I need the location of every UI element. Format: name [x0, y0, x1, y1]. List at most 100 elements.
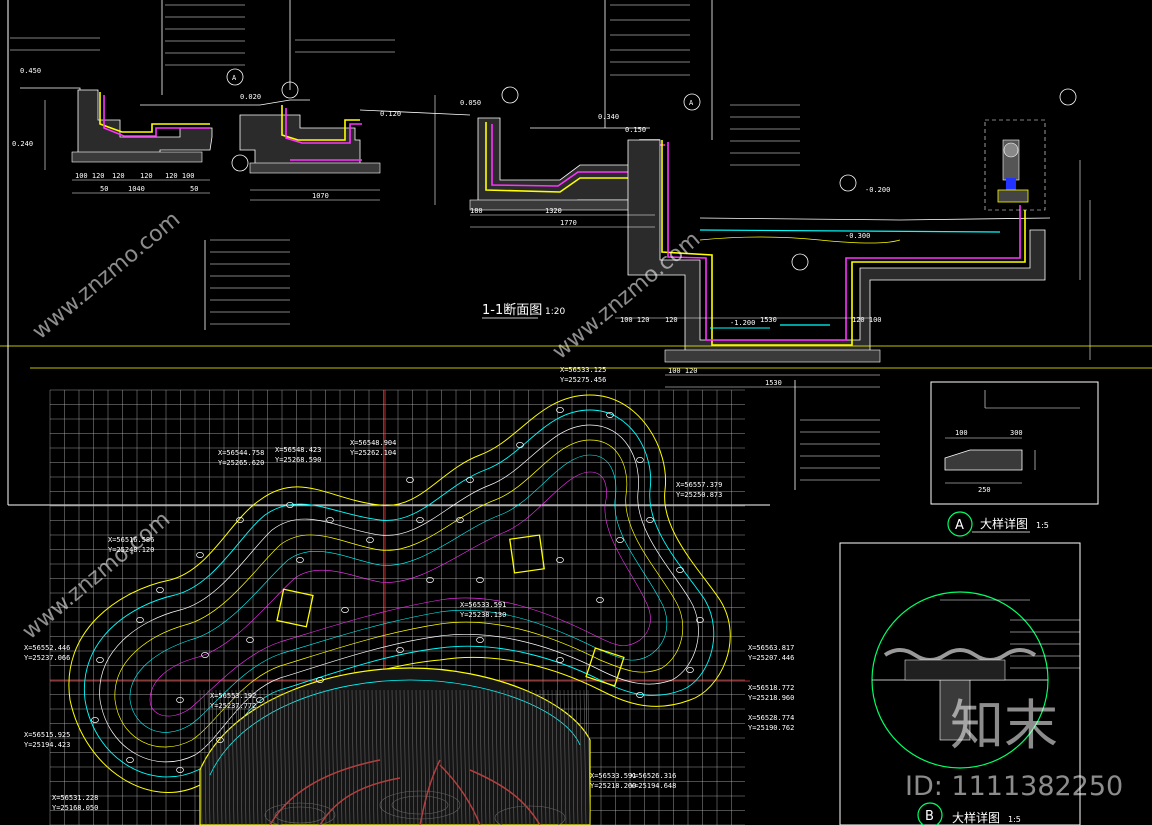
hatch-line [419, 689, 423, 825]
hatch-line [391, 689, 395, 825]
hatch-line [459, 689, 463, 825]
hatch-line [339, 689, 343, 825]
detail-b-scale: 1:5 [1008, 815, 1021, 824]
hatch-line [507, 689, 511, 825]
hatch-line [451, 689, 455, 825]
detail-b-frame [839, 542, 1081, 825]
hatch-line [383, 689, 387, 825]
svg-text:A: A [232, 74, 237, 82]
rock-marker [396, 647, 404, 653]
rock-marker [616, 537, 624, 543]
hatch-line [303, 689, 307, 825]
svg-text:A: A [689, 99, 694, 107]
svg-text:1530: 1530 [760, 316, 777, 324]
coordinate-label: Y=25248.120 [108, 546, 154, 554]
hatch-line [231, 689, 235, 825]
rock-marker [676, 567, 684, 573]
hatch-line [283, 689, 287, 825]
hatch-line [579, 689, 583, 825]
coordinate-label: X=56548.904 [350, 439, 396, 447]
stepping-stones [276, 534, 625, 687]
hatch-line [411, 689, 415, 825]
plan-view: X=56533.125Y=25275.456X=56544.758Y=25265… [24, 366, 794, 825]
section-title: 1-1断面图 [482, 303, 542, 318]
coordinate-label: X=56515.925 [24, 731, 70, 739]
coordinate-label: X=56533.125 [560, 366, 606, 374]
svg-text:120 100: 120 100 [165, 172, 195, 180]
hatch-line [275, 689, 279, 825]
rock-marker [296, 557, 304, 563]
hatch-line [355, 689, 359, 825]
rock-marker [156, 587, 164, 593]
rock-marker [416, 517, 424, 523]
elev-0150: 0.150 [625, 126, 646, 134]
hatch-line [223, 689, 227, 825]
svg-text:100 120: 100 120 [620, 316, 650, 324]
coordinate-label: X=56533.591 [590, 772, 636, 780]
hatch-line [447, 689, 451, 825]
hatch-line [543, 689, 547, 825]
central-platform [199, 667, 591, 825]
rock-marker [256, 697, 264, 703]
detail-b-badge [917, 802, 943, 825]
hatch-line [415, 689, 419, 825]
hatch-line [387, 689, 391, 825]
hatch-line [307, 689, 311, 825]
rock-marker [286, 502, 294, 508]
detail-b-badge-letter: B [925, 809, 934, 824]
hatch-line [239, 689, 243, 825]
hatch-line [547, 689, 551, 825]
hatch-line [367, 689, 371, 825]
rock-marker [456, 517, 464, 523]
coordinate-label: Y=25237.066 [24, 654, 70, 662]
hatch-line [539, 689, 543, 825]
rock-marker [516, 442, 524, 448]
hatch-line [215, 689, 219, 825]
svg-text:50: 50 [190, 185, 198, 193]
hatch-line [435, 689, 439, 825]
rock-marker [96, 657, 104, 663]
svg-text:180: 180 [470, 207, 483, 215]
hatch-line [335, 689, 339, 825]
coordinate-label: X=56518.772 [748, 684, 794, 692]
rock-marker [646, 517, 654, 523]
coping-stone [944, 449, 1023, 471]
rock-marker [426, 577, 434, 583]
coordinate-label: Y=25168.050 [52, 804, 98, 812]
rock-marker [236, 517, 244, 523]
hatch-line [371, 689, 375, 825]
rock-marker [696, 617, 704, 623]
coordinate-label: X=56533.591 [460, 601, 506, 609]
svg-text:50: 50 [100, 185, 108, 193]
elev-0020: 0.020 [240, 93, 261, 101]
hatch-line [267, 689, 271, 825]
coordinate-label: X=56553.192 [210, 692, 256, 700]
hatch-line [535, 689, 539, 825]
rock-marker [596, 597, 604, 603]
svg-text:1770: 1770 [560, 219, 577, 227]
detail-a-dim-300: 300 [1010, 429, 1023, 437]
hatch-line [439, 689, 443, 825]
rock-marker [91, 717, 99, 723]
hatch-line [575, 689, 579, 825]
rock-marker [176, 697, 184, 703]
detail-a-dim-250: 250 [978, 486, 991, 494]
rock-marker [316, 677, 324, 683]
hatch-line [247, 689, 251, 825]
rock-marker [556, 407, 564, 413]
hatch-line [331, 689, 335, 825]
hatch-line [495, 689, 499, 825]
hatch-line [567, 689, 571, 825]
watermark-url-1: www.znzmo.com [28, 207, 185, 345]
detail-a-badge [947, 511, 973, 537]
svg-text:120: 120 [665, 316, 678, 324]
hatch-line [479, 689, 483, 825]
watermark-url-2: www.znzmo.com [548, 227, 705, 365]
hatch-line [295, 689, 299, 825]
svg-text:1070: 1070 [312, 192, 329, 200]
hatch-line [487, 689, 491, 825]
section-scale: 1:20 [545, 307, 565, 317]
coordinate-label: Y=25262.104 [350, 449, 396, 457]
